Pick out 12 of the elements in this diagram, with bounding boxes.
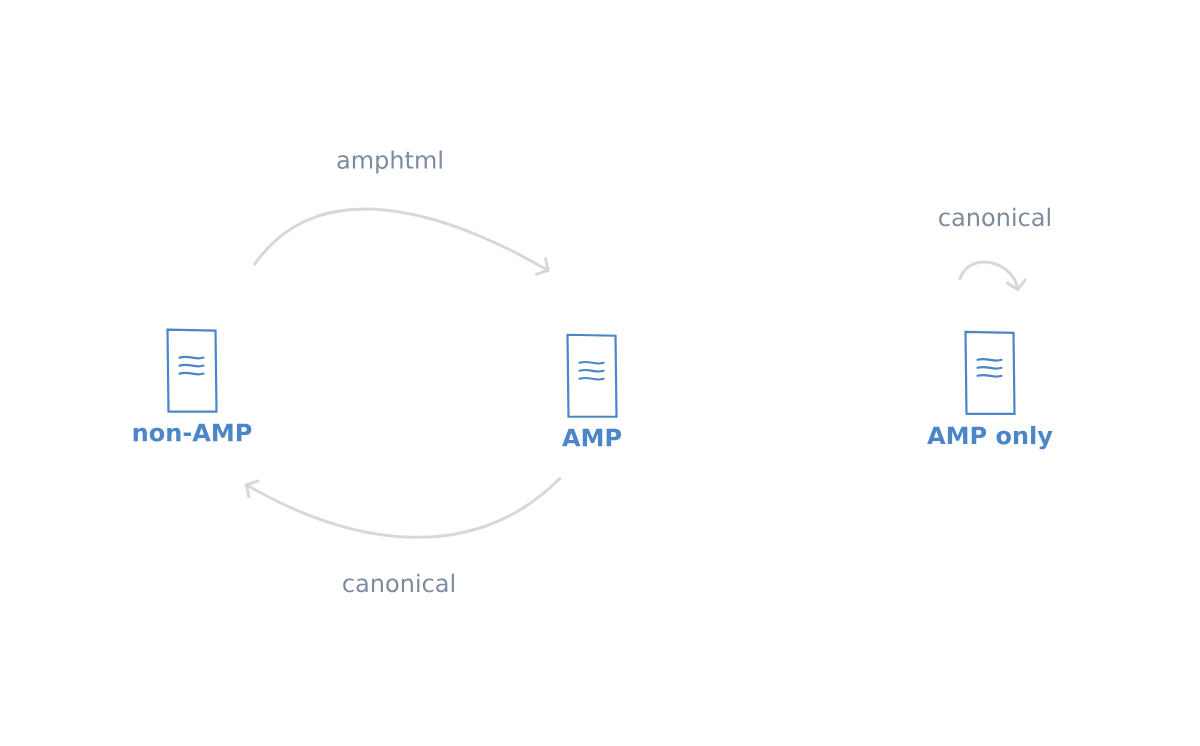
node-label: AMP <box>562 428 622 447</box>
node-label: AMP only <box>927 425 1053 450</box>
node-label: non-AMP <box>133 423 252 442</box>
document-node: AMP only <box>927 330 1053 450</box>
arrow <box>253 207 550 277</box>
edge-label: canonical <box>339 571 459 595</box>
edge-label: amphtml <box>334 148 446 176</box>
arrow <box>244 477 562 539</box>
document-node: non-AMP <box>133 328 252 442</box>
document-node: AMP <box>562 333 622 447</box>
arrow <box>958 260 1028 292</box>
edge-label: canonical <box>935 205 1055 229</box>
